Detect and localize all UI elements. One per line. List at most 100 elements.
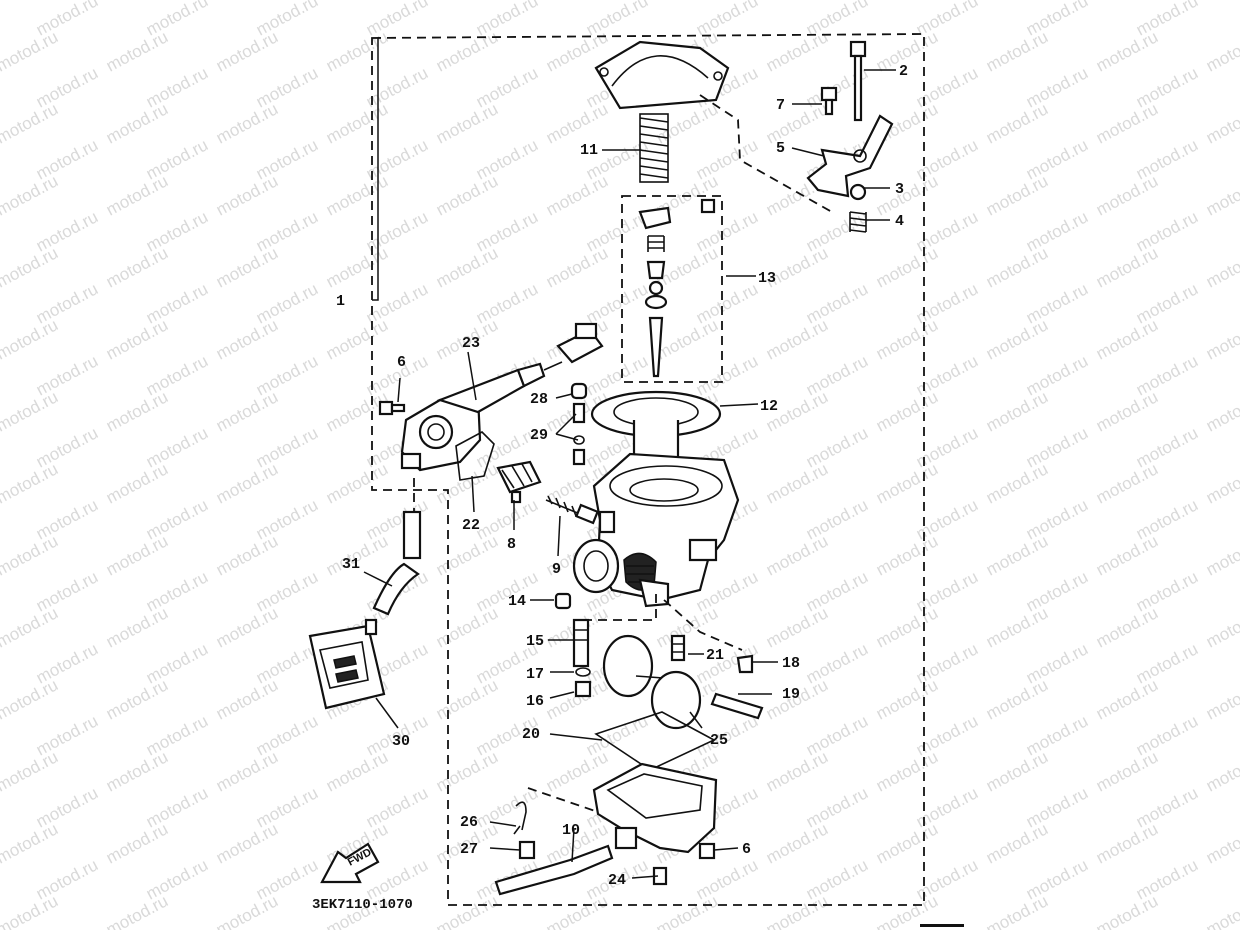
hose-short (402, 510, 422, 560)
part-label: 16 (526, 693, 544, 710)
watermark-text: motod.ru (0, 0, 61, 4)
watermark-text: motod.ru (323, 459, 391, 507)
part-label: 13 (758, 270, 776, 287)
watermark-text: motod.ru (983, 459, 1051, 507)
part-label: 27 (460, 841, 478, 858)
watermark-text: motod.ru (873, 0, 941, 4)
part-label: 30 (392, 733, 410, 750)
watermark-text: motod.ru (103, 387, 171, 435)
watermark-text: motod.ru (1203, 0, 1240, 4)
watermark-text: motod.ru (323, 171, 391, 219)
watermark-text: motod.ru (433, 603, 501, 651)
watermark-text: motod.ru (1093, 27, 1161, 75)
part-label: 9 (552, 561, 561, 578)
watermark-text: motod.ru (0, 99, 61, 147)
watermark-text: motod.ru (1093, 243, 1161, 291)
watermark-text: motod.ru (433, 891, 501, 930)
watermark-text: motod.ru (103, 99, 171, 147)
part-label: 5 (776, 140, 785, 157)
watermark-text: motod.ru (213, 171, 281, 219)
pilot-jet (670, 634, 686, 662)
watermark-text: motod.ru (323, 315, 391, 363)
watermark-text: motod.ru (1093, 603, 1161, 651)
watermark-text: motod.ru (0, 531, 61, 579)
watermark-text: motod.ru (0, 747, 61, 795)
watermark-text: motod.ru (1203, 171, 1240, 219)
hose-curved (372, 562, 420, 616)
watermark-text: motod.ru (0, 387, 61, 435)
watermark-text: motod.ru (983, 819, 1051, 867)
watermark-text: motod.ru (213, 243, 281, 291)
watermark-text: motod.ru (1093, 0, 1161, 4)
part-label: 24 (608, 872, 626, 889)
watermark-text: motod.ru (1203, 243, 1240, 291)
o-ring (575, 667, 591, 677)
washer (849, 183, 867, 201)
watermark-text: motod.ru (213, 27, 281, 75)
watermark-text: motod.ru (213, 891, 281, 930)
bowl-screw-right (698, 842, 716, 860)
watermark-text: motod.ru (763, 531, 831, 579)
watermark-text: motod.ru (543, 99, 611, 147)
watermark-text: motod.ru (983, 315, 1051, 363)
watermark-text: motod.ru (103, 0, 171, 4)
watermark-text: motod.ru (1093, 315, 1161, 363)
part-label: 22 (462, 517, 480, 534)
watermark-text: motod.ru (1093, 387, 1161, 435)
jet-o-rings (572, 402, 586, 466)
watermark-text: motod.ru (1203, 675, 1240, 723)
diagram-code: 3EK7110-1070 (312, 897, 413, 913)
part-label: 10 (562, 822, 580, 839)
watermark-text: motod.ru (873, 243, 941, 291)
part-label: 6 (397, 354, 406, 371)
watermark-text: motod.ru (543, 243, 611, 291)
float-pin (710, 692, 764, 720)
watermark-text: motod.ru (103, 27, 171, 75)
watermark-text: motod.ru (983, 387, 1051, 435)
watermark-text: motod.ru (1203, 459, 1240, 507)
watermark-text: motod.ru (1203, 387, 1240, 435)
watermark-text: motod.ru (213, 603, 281, 651)
watermark-text: motod.ru (323, 0, 391, 4)
watermark-text: motod.ru (763, 315, 831, 363)
bottom-rule (920, 924, 964, 927)
watermark-text: motod.ru (983, 603, 1051, 651)
watermark-text: motod.ru (103, 603, 171, 651)
watermark-text: motod.ru (543, 891, 611, 930)
watermark-text: motod.ru (983, 0, 1051, 4)
part-label: 28 (530, 391, 548, 408)
watermark-text: motod.ru (103, 531, 171, 579)
watermark-text: motod.ru (1093, 675, 1161, 723)
watermark-text: motod.ru (983, 99, 1051, 147)
watermark-text: motod.ru (0, 891, 61, 930)
watermark-text: motod.ru (213, 387, 281, 435)
watermark-text: motod.ru (323, 747, 391, 795)
watermark-text: motod.ru (1093, 531, 1161, 579)
watermark-text: motod.ru (763, 459, 831, 507)
watermark-text: motod.ru (763, 603, 831, 651)
part-label: 11 (580, 142, 598, 159)
part-label: 25 (710, 732, 728, 749)
watermark-text: motod.ru (213, 0, 281, 4)
watermark-text: motod.ru (433, 0, 501, 4)
watermark-text: motod.ru (433, 675, 501, 723)
part-label: 23 (462, 335, 480, 352)
float-bowl (592, 762, 718, 854)
watermark-text: motod.ru (543, 171, 611, 219)
watermark-text: motod.ru (1093, 747, 1161, 795)
part-label: 17 (526, 666, 544, 683)
watermark-text: motod.ru (873, 459, 941, 507)
watermark-text: motod.ru (0, 243, 61, 291)
watermark-text: motod.ru (1093, 459, 1161, 507)
pilot-screw (545, 495, 600, 525)
part-label: 1 (336, 293, 345, 310)
fuel-filter (308, 618, 386, 710)
watermark-text: motod.ru (103, 459, 171, 507)
part-label: 20 (522, 726, 540, 743)
part-label: 21 (706, 647, 724, 664)
carburetor-body (572, 452, 740, 608)
watermark-text: motod.ru (873, 675, 941, 723)
watermark-text: motod.ru (323, 243, 391, 291)
watermark-text: motod.ru (213, 315, 281, 363)
